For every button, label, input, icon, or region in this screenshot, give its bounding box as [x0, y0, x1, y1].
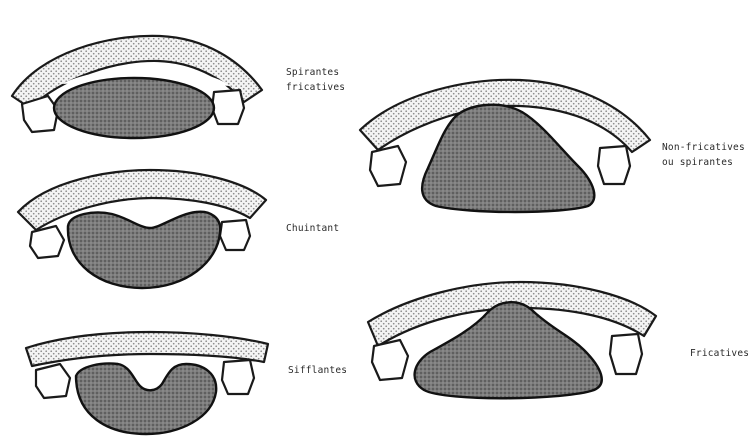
tooth-left-sifflantes — [36, 364, 70, 398]
tongue-chuintant — [68, 212, 220, 288]
panel-chuintant — [18, 170, 266, 288]
tooth-right-chuintant — [220, 220, 250, 250]
tooth-right-non-fricatives — [598, 146, 630, 184]
label-fricatives: Fricatives — [690, 348, 749, 359]
tooth-left-fricatives — [372, 340, 408, 380]
label-chuintant: Chuintant — [286, 223, 339, 234]
tooth-right-sifflantes — [222, 360, 254, 394]
label-spirantes-line2: fricatives — [286, 82, 345, 93]
label-non-fricatives-line1: Non-fricatives — [662, 142, 745, 153]
panel-spirantes-fricatives — [12, 36, 262, 138]
tongue-spirantes — [54, 78, 214, 138]
tooth-left-spirantes — [22, 96, 58, 132]
tooth-right-spirantes — [212, 90, 244, 124]
panel-fricatives — [368, 282, 656, 398]
tooth-left-chuintant — [30, 226, 64, 258]
tongue-sifflantes — [76, 364, 216, 435]
tooth-left-non-fricatives — [370, 146, 406, 186]
tooth-right-fricatives — [610, 334, 642, 374]
label-spirantes-line1: Spirantes — [286, 67, 339, 78]
label-sifflantes: Sifflantes — [288, 365, 347, 376]
panel-sifflantes — [26, 332, 268, 434]
tongue-non-fricatives — [422, 105, 594, 212]
label-non-fricatives-line2: ou spirantes — [662, 157, 733, 168]
panel-non-fricatives — [360, 80, 650, 212]
